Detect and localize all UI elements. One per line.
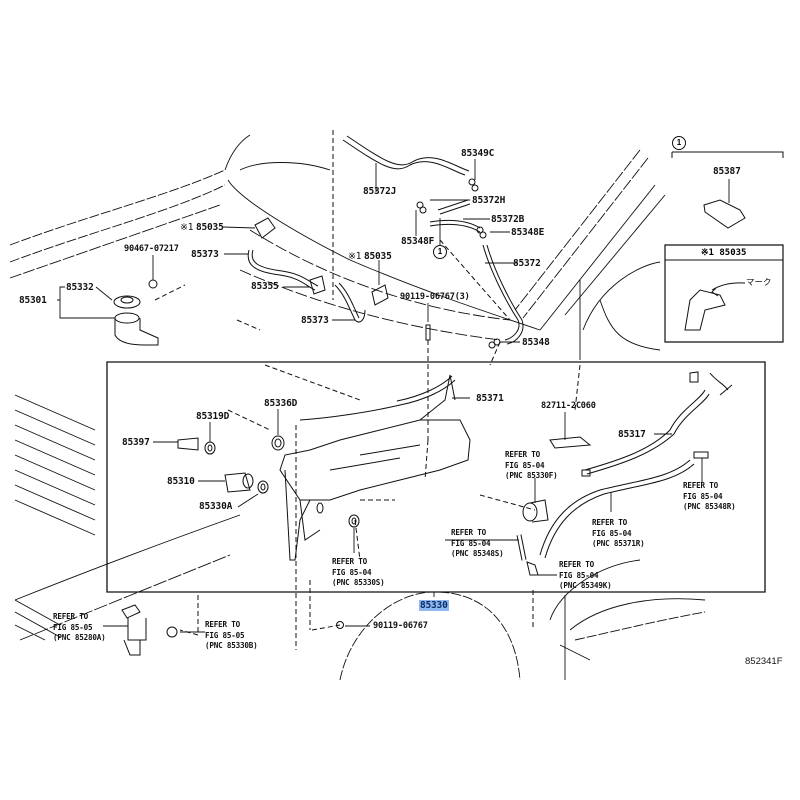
reference-note-85330F[interactable]: REFER TO FIG 85-04 (PNC 85330F) xyxy=(505,450,558,480)
leader-lines xyxy=(57,159,729,632)
reference-note-85280A[interactable]: REFER TO FIG 85-05 (PNC 85280A) xyxy=(53,612,106,642)
part-label-85336D[interactable]: 85336D xyxy=(264,398,298,409)
part-label-90119-06767[interactable]: 90119-06767 xyxy=(373,621,428,631)
reference-note-85349K[interactable]: REFER TO FIG 85-04 (PNC 85349K) xyxy=(559,560,612,590)
inset-2-title: ※1 85035 xyxy=(701,248,747,258)
part-label-85330A[interactable]: 85330A xyxy=(199,501,233,512)
part-label-85373[interactable]: 85373 xyxy=(191,249,219,260)
part-label-85349C[interactable]: 85349C xyxy=(461,148,495,159)
part-label-90467-07217[interactable]: 90467-07217 xyxy=(124,244,179,254)
note-mark-1: ※1 xyxy=(180,222,194,233)
part-label-85372[interactable]: 85372 xyxy=(513,258,541,269)
reference-note-85330S[interactable]: REFER TO FIG 85-04 (PNC 85330S) xyxy=(332,557,385,587)
part-label-85332[interactable]: 85332 xyxy=(66,282,94,293)
note-mark-1-b: ※1 xyxy=(348,251,362,262)
part-label-85348F[interactable]: 85348F xyxy=(401,236,435,247)
part-label-85035[interactable]: 85035 xyxy=(196,222,224,233)
figure-id: 852341F xyxy=(745,656,783,667)
part-label-85317[interactable]: 85317 xyxy=(618,429,646,440)
reference-note-85348R[interactable]: REFER TO FIG 85-04 (PNC 85348R) xyxy=(683,481,736,511)
reference-note-85371R[interactable]: REFER TO FIG 85-04 (PNC 85371R) xyxy=(592,518,645,548)
part-label-85355[interactable]: 85355 xyxy=(251,281,279,292)
inset-1-marker: 1 xyxy=(672,136,686,150)
reference-note-85330B[interactable]: REFER TO FIG 85-05 (PNC 85330B) xyxy=(205,620,258,650)
part-label-85372H[interactable]: 85372H xyxy=(472,195,506,206)
part-label-90119-06767-3[interactable]: 90119-06767(3) xyxy=(400,292,470,302)
part-label-85348E[interactable]: 85348E xyxy=(511,227,545,238)
part-label-85310[interactable]: 85310 xyxy=(167,476,195,487)
vehicle-body-outline xyxy=(10,135,705,680)
reference-note-85348S[interactable]: REFER TO FIG 85-04 (PNC 85348S) xyxy=(451,528,504,558)
part-label-85372J[interactable]: 85372J xyxy=(363,186,397,197)
washer-reservoir xyxy=(280,375,470,560)
part-label-85330-highlighted[interactable]: 85330 xyxy=(419,600,449,611)
part-label-85319D[interactable]: 85319D xyxy=(196,411,230,422)
inset-1-bracket xyxy=(672,152,783,158)
part-label-85387[interactable]: 85387 xyxy=(713,166,741,177)
part-label-85348[interactable]: 85348 xyxy=(522,337,550,348)
assembly-frame xyxy=(107,362,765,592)
circle-marker-1: 1 xyxy=(433,245,447,259)
inset-2-frame xyxy=(665,245,783,342)
part-label-85372B[interactable]: 85372B xyxy=(491,214,525,225)
part-label-85373-lower[interactable]: 85373 xyxy=(301,315,329,326)
part-label-85035-b[interactable]: 85035 xyxy=(364,251,392,262)
inset-2-mark-label: マーク xyxy=(746,277,772,287)
hoses xyxy=(248,136,709,560)
part-label-82711-2C060[interactable]: 82711-2C060 xyxy=(541,401,596,411)
part-label-85301[interactable]: 85301 xyxy=(19,295,47,306)
part-label-85371[interactable]: 85371 xyxy=(476,393,504,404)
part-label-85397[interactable]: 85397 xyxy=(122,437,150,448)
